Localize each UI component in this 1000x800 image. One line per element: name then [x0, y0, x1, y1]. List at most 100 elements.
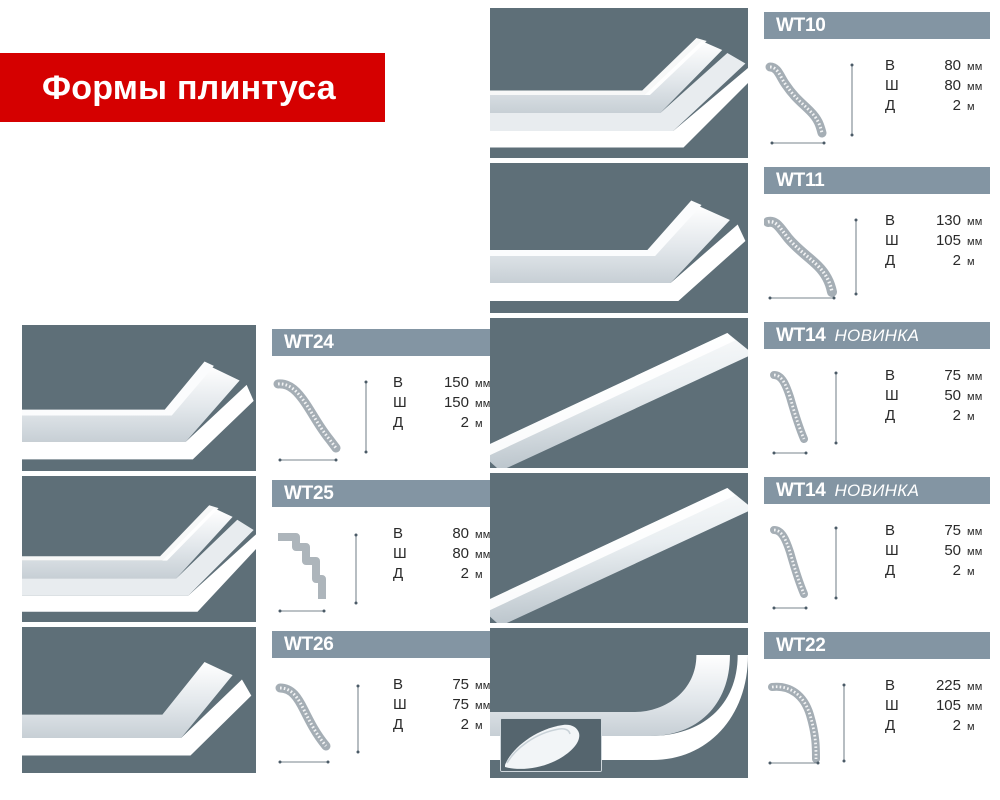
dimension-unit-width: мм — [967, 701, 983, 713]
dimension-value-length: 2 — [952, 717, 961, 734]
dimension-unit-length: м — [967, 566, 975, 578]
dimension-unit-length: м — [967, 721, 975, 733]
product-code: WT14 — [776, 480, 826, 501]
dimension-label-width: Ш — [393, 394, 407, 411]
dimension-unit-width: мм — [475, 700, 491, 712]
dimension-label-length: Д — [393, 716, 404, 733]
dimension-unit-width: мм — [475, 398, 491, 410]
page-title-banner: Формы плинтуса — [0, 53, 385, 122]
profile-drawing-wt26 — [272, 672, 387, 768]
novelty-badge: НОВИНКА — [834, 481, 920, 500]
dimension-label-width: Ш — [885, 77, 899, 94]
product-code: WT10 — [776, 15, 826, 36]
dimension-unit-length: м — [475, 569, 483, 581]
dimension-row-width: Ш 105 мм — [885, 697, 990, 717]
dimension-label-height: В — [393, 525, 404, 542]
profile-drawing-wt24 — [272, 370, 387, 466]
product-code: WT24 — [284, 332, 334, 353]
dimension-unit-height: мм — [967, 216, 983, 228]
dimension-unit-width: мм — [967, 81, 983, 93]
dimension-label-length: Д — [885, 252, 896, 269]
dimension-unit-width: мм — [475, 549, 491, 561]
product-code: WT11 — [776, 170, 825, 191]
product-photo-wt24 — [22, 325, 256, 471]
dimension-label-length: Д — [393, 414, 404, 431]
dimension-unit-length: м — [475, 720, 483, 732]
dimension-unit-width: мм — [967, 546, 983, 558]
dimension-value-length: 2 — [460, 414, 469, 431]
dimension-label-width: Ш — [885, 697, 899, 714]
dimension-value-height: 80 — [944, 57, 961, 74]
dimension-label-length: Д — [885, 97, 896, 114]
dimension-value-length: 2 — [952, 407, 961, 424]
product-header-bar: WT26 — [272, 631, 491, 658]
product-photo-wt11 — [490, 163, 748, 313]
dimension-label-length: Д — [885, 407, 896, 424]
product-header-bar: WT14 НОВИНКА — [764, 322, 990, 349]
dimension-label-height: В — [393, 374, 404, 391]
product-code: WT14 — [776, 325, 826, 346]
profile-drawing-wt22 — [764, 673, 879, 769]
dimension-value-width: 80 — [452, 545, 469, 562]
dimension-value-height: 225 — [935, 677, 961, 694]
dimension-label-height: В — [393, 676, 404, 693]
dimension-value-length: 2 — [952, 252, 961, 269]
product-code: WT22 — [776, 635, 826, 656]
dimension-unit-height: мм — [967, 681, 983, 693]
dimension-value-width: 105 — [935, 697, 961, 714]
dimension-value-height: 75 — [944, 367, 961, 384]
dimension-value-height: 75 — [452, 676, 469, 693]
dimension-value-width: 50 — [944, 542, 961, 559]
dimension-unit-width: мм — [967, 391, 983, 403]
dimension-unit-height: мм — [967, 526, 983, 538]
profile-drawing-wt10 — [764, 53, 879, 149]
dimension-unit-height: мм — [967, 61, 983, 73]
dimension-unit-height: мм — [475, 378, 491, 390]
product-header-bar: WT10 — [764, 12, 990, 39]
novelty-badge: НОВИНКА — [834, 326, 920, 345]
profile-drawing-wt25 — [272, 521, 387, 617]
dimension-unit-width: мм — [967, 236, 983, 248]
product-photo-wt14 — [490, 473, 748, 623]
dimension-label-height: В — [885, 367, 896, 384]
product-photo-wt22 — [490, 628, 748, 778]
product-photo-wt25 — [22, 476, 256, 622]
dimension-label-height: В — [885, 212, 896, 229]
product-header-bar: WT22 — [764, 632, 990, 659]
product-code: WT25 — [284, 483, 334, 504]
dimension-label-width: Ш — [393, 696, 407, 713]
